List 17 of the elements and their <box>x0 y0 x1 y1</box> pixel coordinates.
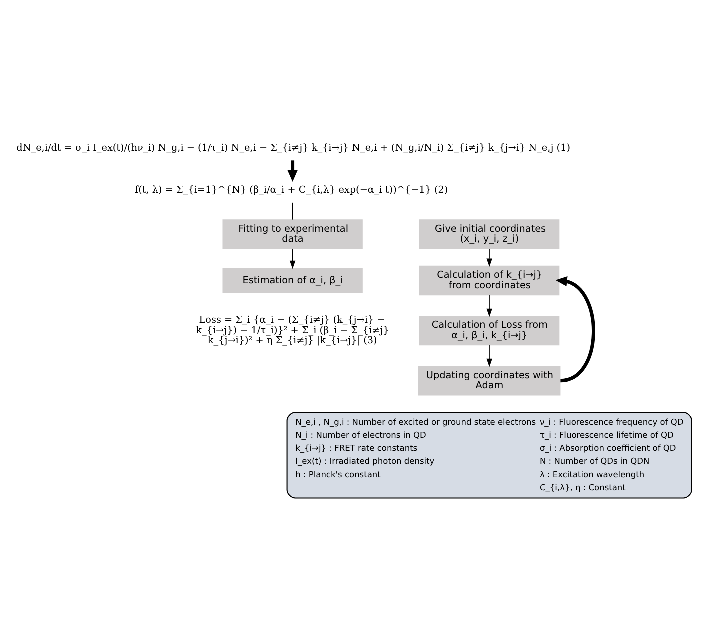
node-box: N_e,i , N_g,i : Number of excited or ground state electrons ν_i : Fluorescence frequency of QD N_i : Number of electrons in QD τ_i : Fluorescence lifetime of QD k_{i→j} : FRET rate constants σ_i : Absorption coefficient of QD I_ex(t) : Irradiated photon density N : Number of QDs in QDN h : Planck's constant λ : Excitation wavelength C_{i,λ}, η : Constant <box>286 412 692 499</box>
arrow <box>290 248 296 270</box>
node-box: Calculation of k_{i→j} from coordinates <box>420 266 560 296</box>
arrow <box>486 248 492 267</box>
arrow <box>486 294 492 318</box>
node-text: f(t, λ) = Σ_{i=1}^{N} (β_i/α_i + C_{i,λ} exp(−α_i t))^{−1} (2) <box>135 184 448 196</box>
node-box: Fitting to experimental data <box>222 220 363 250</box>
arrow <box>556 276 596 383</box>
label: Loss = Σ_i {α_i − (Σ_{i≠j} (k_{j→i} − k_{i→j}) − 1/τ_i)}² + Σ_i (β_i − Σ_{i≠j} k_{j→i})² + η Σ_{i≠j} |k_{i→j}| (3) <box>196 315 390 347</box>
arrow <box>288 160 298 182</box>
node-box: Give initial coordinates (x_i, y_i, z_i) <box>420 220 560 250</box>
node-text: dN_e,i/dt = σ_i I_ex(t)/(hν_i) N_g,i − (1/τ_i) N_e,i − Σ_{i≠j} k_{i→j} N_e,i + (N_g,i/N_i) Σ_{i≠j} k_{j→i} N_e,j (1) <box>16 142 570 154</box>
node-box: Estimation of α_i, β_i <box>222 268 363 294</box>
arrow <box>486 344 492 368</box>
node-box: Updating coordinates with Adam <box>418 366 561 396</box>
connector <box>292 202 294 220</box>
node-box: Calculation of Loss from α_i, β_i, k_{i→j} <box>420 316 560 346</box>
